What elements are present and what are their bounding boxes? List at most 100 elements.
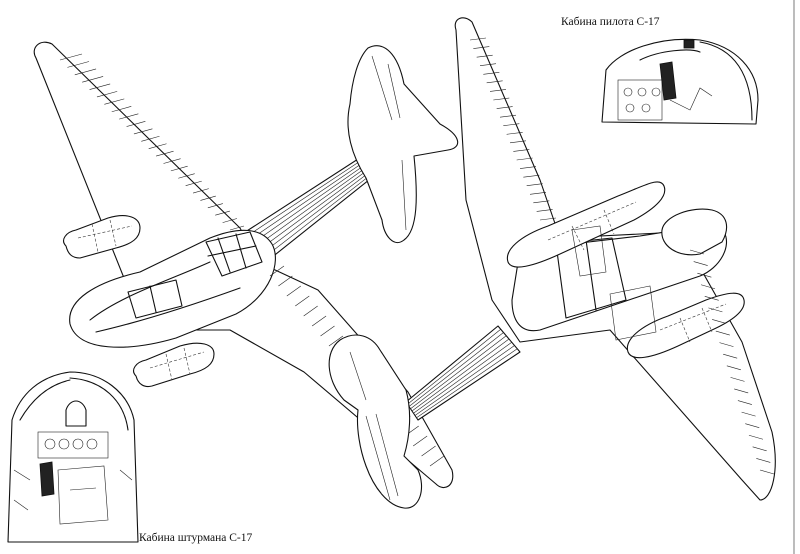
nacelle-lower xyxy=(133,342,215,388)
wing-rib xyxy=(719,342,734,347)
nacelle-2a xyxy=(506,181,666,268)
wing-ribs xyxy=(59,53,445,467)
wing-rib xyxy=(536,209,553,212)
nacelle-2b xyxy=(626,292,745,359)
wing-rib xyxy=(723,353,738,359)
forward-fuselage xyxy=(69,229,276,348)
wing-rib xyxy=(489,89,507,92)
wing-rib xyxy=(412,435,428,447)
wing-rib xyxy=(178,173,195,179)
navigator-cabin-inset xyxy=(7,371,139,543)
wing-rib xyxy=(759,469,775,475)
wing-rib xyxy=(295,295,310,307)
wing-rib xyxy=(185,180,202,186)
fuselage-stringer xyxy=(410,335,507,409)
wing-rib xyxy=(730,377,745,382)
rear-fuselage-stringers xyxy=(239,152,383,260)
fuselage-stringer xyxy=(254,161,380,254)
wing-rib xyxy=(533,200,550,204)
wing-rib xyxy=(748,434,764,440)
wing-rib xyxy=(516,157,533,161)
wing-rib xyxy=(229,225,245,231)
wing-rib xyxy=(737,400,752,405)
fuselage-stringer xyxy=(411,338,510,412)
aircraft-bottom-view xyxy=(328,17,776,509)
wing-rib xyxy=(148,143,167,149)
wing-rib xyxy=(752,446,767,452)
wing-rib xyxy=(156,150,174,157)
wing-rib xyxy=(499,114,517,118)
wing-rib xyxy=(311,315,327,327)
wing-rib xyxy=(119,113,139,120)
wing-rib xyxy=(689,249,705,255)
wing-rib xyxy=(163,158,181,164)
wing-rib xyxy=(111,106,132,113)
tailplane xyxy=(347,45,459,244)
wing-rib xyxy=(328,335,344,347)
wing-rib xyxy=(222,218,238,223)
wing-rib xyxy=(473,46,490,49)
wing-rib xyxy=(126,121,146,127)
wing-rib xyxy=(421,445,436,457)
wing-rib xyxy=(712,319,727,324)
wing-rib xyxy=(704,296,719,301)
wing-rib xyxy=(526,183,543,187)
fuselage-stringer xyxy=(414,345,515,416)
wing-rib xyxy=(74,68,97,76)
wing-rib xyxy=(67,61,90,68)
wing-rib xyxy=(278,275,293,287)
navigator-cabin-caption: Кабина штурмана С-17 xyxy=(139,532,253,544)
wing-rib xyxy=(89,83,111,90)
wing-rib xyxy=(170,165,188,172)
wing-rib xyxy=(726,365,741,371)
wing-rib xyxy=(756,458,771,463)
fuselage-stringer xyxy=(250,158,379,251)
wing-rib xyxy=(192,188,209,194)
fuselage-stringer xyxy=(408,332,504,407)
wing-rib xyxy=(700,284,716,290)
wing-rib xyxy=(303,305,318,317)
fuselage-stringer xyxy=(262,165,383,260)
center-nose xyxy=(661,208,728,256)
wing-rib xyxy=(506,131,523,135)
wing-ribs-2 xyxy=(469,37,775,475)
wing-rib xyxy=(486,80,503,84)
wing-rib xyxy=(133,128,153,135)
wing-rib xyxy=(496,106,513,109)
wing-rib xyxy=(82,76,104,83)
wing-rib xyxy=(745,423,760,428)
canopy-frame xyxy=(205,231,263,277)
wing-rib xyxy=(286,285,302,297)
fuselage-stringer xyxy=(416,348,518,418)
wing-rib xyxy=(513,149,530,152)
wing-rib xyxy=(529,191,547,195)
wing-rib xyxy=(741,411,756,417)
pilot-cabin-inset xyxy=(601,38,759,125)
wing-rib xyxy=(269,265,285,277)
wing-rib xyxy=(539,217,557,221)
fuselage-stringer xyxy=(247,156,377,248)
wing-rib xyxy=(493,97,510,101)
rear-fuselage-stringers-2 xyxy=(407,329,518,418)
wing-rib xyxy=(469,37,487,41)
wing-rib xyxy=(96,91,118,98)
wing-rib xyxy=(141,135,160,142)
wing-rib xyxy=(715,330,730,336)
wing-rib xyxy=(59,53,83,61)
fuselage-stringer xyxy=(407,329,501,405)
wing-rib xyxy=(479,63,497,67)
wing-rib xyxy=(708,307,723,313)
wing-rib xyxy=(734,388,749,394)
wing-rib xyxy=(697,272,712,278)
wing-rib xyxy=(207,203,223,209)
wing-rib xyxy=(429,455,445,467)
wing-rib xyxy=(509,140,527,144)
wing-rib xyxy=(519,166,537,169)
wing-rib xyxy=(523,174,540,178)
wing-rib xyxy=(104,98,125,105)
wing-rib xyxy=(200,195,216,201)
fuselage-stringer xyxy=(243,154,376,245)
nacelle-upper xyxy=(63,215,141,259)
